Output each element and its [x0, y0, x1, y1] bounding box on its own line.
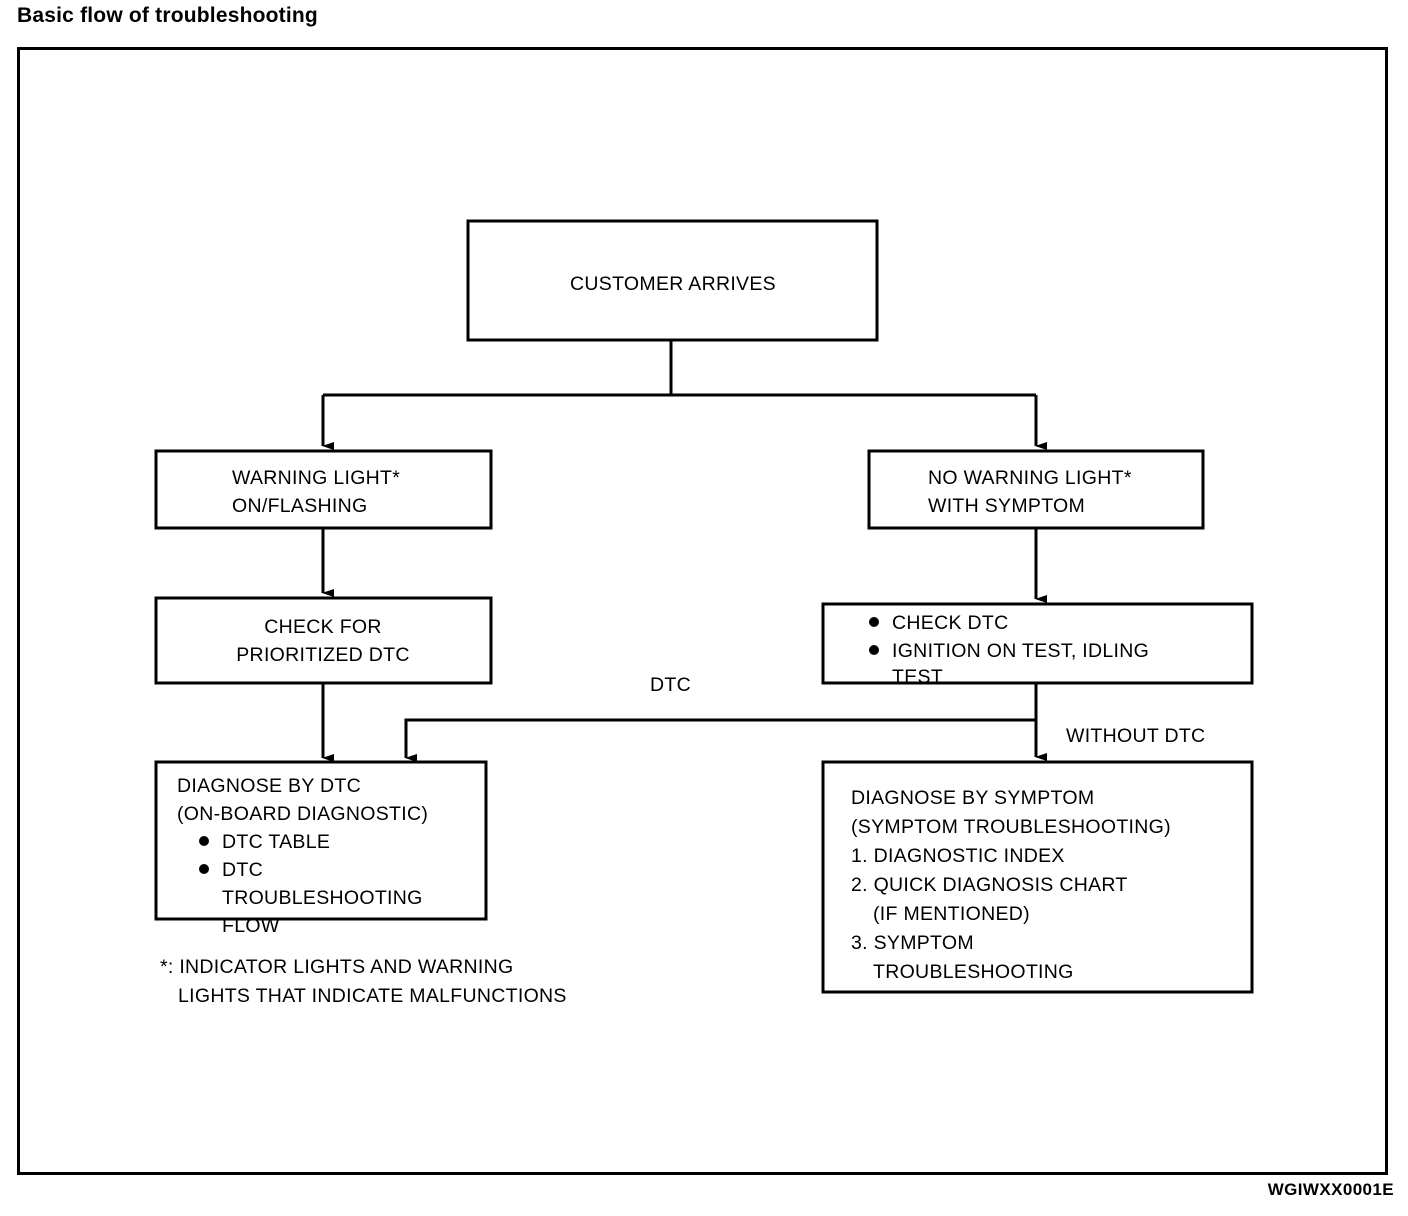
figure-code: WGIWXX0001E [1267, 1180, 1394, 1199]
node-diagnose-symptom-heading-2: (SYMPTOM TROUBLESHOOTING) [851, 816, 1171, 838]
edge-label-without-dtc: WITHOUT DTC [1066, 725, 1205, 747]
footnote: *: INDICATOR LIGHTS AND WARNING LIGHTS T… [160, 956, 567, 1007]
node-diagnose-dtc-bullet-2-cont-1: TROUBLESHOOTING [222, 887, 423, 909]
node-diagnose-symptom-heading-1: DIAGNOSE BY SYMPTOM [851, 787, 1094, 809]
footnote-line-1: *: INDICATOR LIGHTS AND WARNING [160, 956, 513, 978]
node-check-prioritized-line1: CHECK FOR [264, 616, 382, 638]
diagram-frame: DTC WITHOUT DTC CUSTOMER ARRIVES WARNING… [17, 47, 1388, 1175]
node-warning-light-on-flashing[interactable]: WARNING LIGHT* ON/FLASHING [154, 449, 493, 530]
bullet-dot-icon [199, 836, 209, 846]
node-warning-light-line1: WARNING LIGHT* [232, 467, 400, 489]
node-no-warning-light-line1: NO WARNING LIGHT* [928, 467, 1132, 489]
connector-dtc-branch [404, 683, 1038, 762]
node-diagnose-symptom-item-1: 1. DIAGNOSTIC INDEX [851, 845, 1065, 867]
troubleshooting-flowchart: DTC WITHOUT DTC CUSTOMER ARRIVES WARNING… [154, 219, 1254, 1007]
node-check-prioritized-line2: PRIORITIZED DTC [236, 644, 410, 666]
node-diagnose-symptom-item-3: 3. SYMPTOM [851, 932, 974, 954]
node-check-for-prioritized-dtc[interactable]: CHECK FOR PRIORITIZED DTC [154, 596, 493, 685]
node-diagnose-symptom-item-3-cont: TROUBLESHOOTING [873, 961, 1074, 983]
node-no-warning-light-line2: WITH SYMPTOM [928, 495, 1085, 517]
node-warning-light-line2: ON/FLASHING [232, 495, 368, 517]
node-diagnose-symptom-item-2: 2. QUICK DIAGNOSIS CHART [851, 874, 1128, 896]
bullet-dot-icon [869, 617, 879, 627]
bullet-dot-icon [199, 864, 209, 874]
node-customer-arrives-label: CUSTOMER ARRIVES [570, 273, 776, 295]
node-diagnose-symptom-item-2-cont: (IF MENTIONED) [873, 903, 1030, 925]
node-diagnose-by-symptom[interactable]: DIAGNOSE BY SYMPTOM (SYMPTOM TROUBLESHOO… [821, 760, 1254, 994]
node-check-dtc-tests[interactable]: CHECK DTC IGNITION ON TEST, IDLING TEST [821, 602, 1254, 688]
bullet-dot-icon [869, 645, 879, 655]
node-diagnose-dtc-bullet-2-cont-2: FLOW [222, 915, 280, 937]
node-diagnose-dtc-heading-1: DIAGNOSE BY DTC [177, 775, 361, 797]
node-check-dtc-bullet-2: IGNITION ON TEST, IDLING [892, 640, 1149, 662]
page-title: Basic flow of troubleshooting [17, 4, 318, 27]
node-diagnose-dtc-bullet-2: DTC [222, 859, 263, 881]
node-check-dtc-bullet-2-continued: TEST [892, 666, 943, 688]
footnote-line-2: LIGHTS THAT INDICATE MALFUNCTIONS [178, 985, 567, 1007]
node-diagnose-dtc-bullet-1: DTC TABLE [222, 831, 330, 853]
node-no-warning-light-with-symptom[interactable]: NO WARNING LIGHT* WITH SYMPTOM [867, 449, 1205, 530]
node-diagnose-by-dtc[interactable]: DIAGNOSE BY DTC (ON-BOARD DIAGNOSTIC) DT… [154, 760, 488, 937]
node-check-dtc-bullet-1: CHECK DTC [892, 612, 1008, 634]
node-customer-arrives[interactable]: CUSTOMER ARRIVES [466, 219, 879, 342]
node-diagnose-dtc-heading-2: (ON-BOARD DIAGNOSTIC) [177, 803, 428, 825]
edge-label-dtc: DTC [650, 674, 691, 696]
